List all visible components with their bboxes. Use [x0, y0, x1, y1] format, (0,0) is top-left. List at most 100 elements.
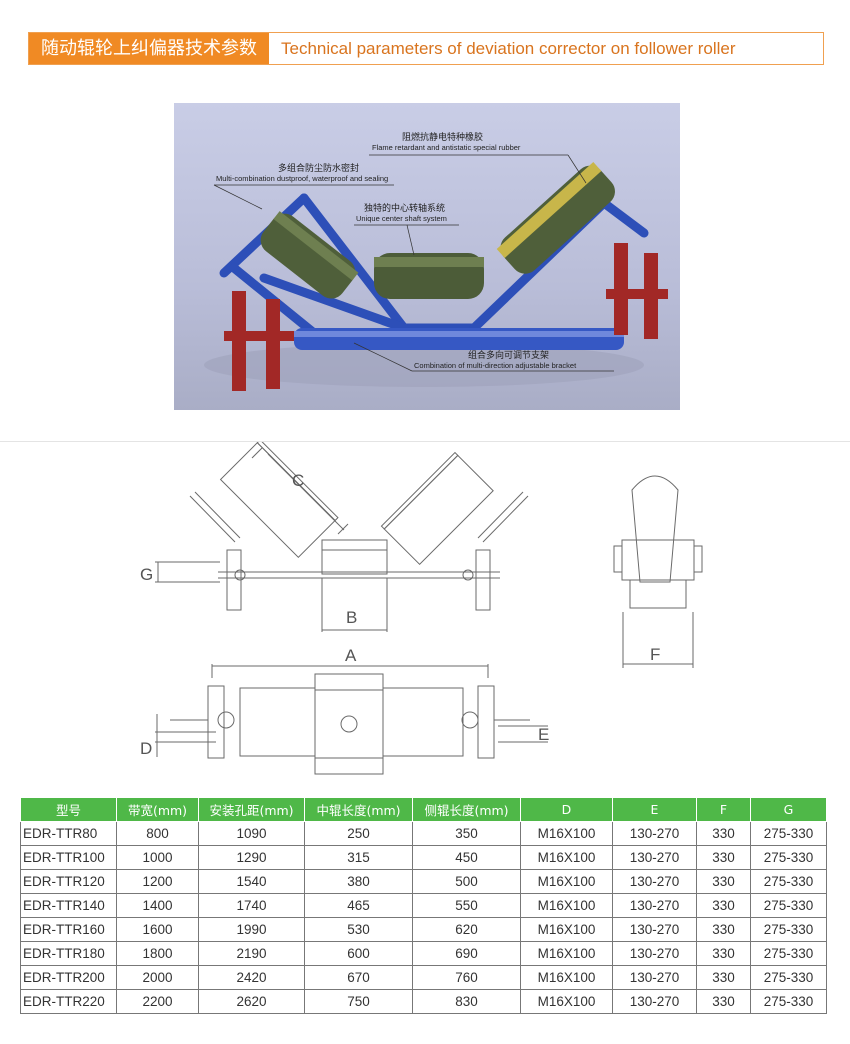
table-cell: EDR-TTR120 [20, 869, 117, 894]
spec-table: 型号 带宽(mm) 安装孔距(mm) 中辊长度(mm) 侧辊长度(mm) D E… [20, 797, 827, 1014]
table-cell: EDR-TTR160 [20, 917, 117, 942]
col-header-model: 型号 [20, 797, 117, 822]
table-cell: 330 [696, 845, 751, 870]
dim-g: G [140, 565, 153, 584]
table-cell: M16X100 [520, 845, 613, 870]
table-cell: 350 [412, 821, 521, 846]
col-header-e: E [612, 797, 697, 822]
table-cell: 690 [412, 941, 521, 966]
table-cell: 330 [696, 893, 751, 918]
table-cell: 330 [696, 869, 751, 894]
table-cell: M16X100 [520, 965, 613, 990]
header-title-en: Technical parameters of deviation correc… [281, 39, 736, 58]
table-cell: 275-330 [750, 965, 827, 990]
table-cell: 1540 [198, 869, 305, 894]
table-cell: 130-270 [612, 845, 697, 870]
table-cell: 275-330 [750, 917, 827, 942]
table-cell: 500 [412, 869, 521, 894]
dim-f: F [650, 645, 660, 664]
table-cell: 130-270 [612, 989, 697, 1014]
header-title-cn: 随动辊轮上纠偏器技术参数 [29, 33, 269, 64]
table-cell: 130-270 [612, 821, 697, 846]
table-cell: 450 [412, 845, 521, 870]
dim-a: A [345, 646, 357, 665]
dim-c: C [292, 471, 304, 490]
table-cell: 2200 [116, 989, 199, 1014]
technical-drawing: C G B F A D E [140, 442, 703, 775]
table-cell: 1400 [116, 893, 199, 918]
table-header-row: 型号 带宽(mm) 安装孔距(mm) 中辊长度(mm) 侧辊长度(mm) D E… [20, 797, 827, 822]
table-cell: 670 [304, 965, 413, 990]
col-header-belt-width: 带宽(mm) [116, 797, 199, 822]
table-cell: 330 [696, 821, 751, 846]
table-cell: 750 [304, 989, 413, 1014]
table-cell: 275-330 [750, 869, 827, 894]
col-header-center-roller-length: 中辊长度(mm) [304, 797, 413, 822]
table-cell: M16X100 [520, 917, 613, 942]
table-cell: 600 [304, 941, 413, 966]
table-cell: 1740 [198, 893, 305, 918]
table-cell: 1200 [116, 869, 199, 894]
callout-bracket: 组合多向可调节支架 Combination of multi-direction… [414, 351, 577, 370]
table-cell: 1800 [116, 941, 199, 966]
table-cell: 275-330 [750, 893, 827, 918]
table-cell: 2620 [198, 989, 305, 1014]
col-header-g: G [750, 797, 827, 822]
table-cell: 1600 [116, 917, 199, 942]
table-cell: 330 [696, 989, 751, 1014]
roller-assembly-illustration [204, 154, 668, 391]
dim-e: E [538, 725, 549, 744]
col-header-hole-spacing: 安装孔距(mm) [198, 797, 305, 822]
table-cell: 620 [412, 917, 521, 942]
table-cell: 465 [304, 893, 413, 918]
table-cell: 130-270 [612, 869, 697, 894]
table-cell: 2190 [198, 941, 305, 966]
table-cell: 1290 [198, 845, 305, 870]
col-header-f: F [696, 797, 751, 822]
table-cell: EDR-TTR140 [20, 893, 117, 918]
table-cell: 130-270 [612, 941, 697, 966]
table-cell: M16X100 [520, 821, 613, 846]
table-cell: 275-330 [750, 989, 827, 1014]
col-header-d: D [520, 797, 613, 822]
table-cell: 760 [412, 965, 521, 990]
section-divider [0, 441, 850, 442]
table-cell: 1990 [198, 917, 305, 942]
table-cell: 530 [304, 917, 413, 942]
table-cell: 1090 [198, 821, 305, 846]
table-cell: EDR-TTR180 [20, 941, 117, 966]
table-cell: 275-330 [750, 845, 827, 870]
table-cell: 1000 [116, 845, 199, 870]
table-cell: 250 [304, 821, 413, 846]
table-cell: 275-330 [750, 821, 827, 846]
dim-b: B [346, 608, 357, 627]
table-cell: EDR-TTR200 [20, 965, 117, 990]
table-cell: 800 [116, 821, 199, 846]
table-cell: M16X100 [520, 941, 613, 966]
table-cell: EDR-TTR100 [20, 845, 117, 870]
table-cell: 130-270 [612, 965, 697, 990]
table-cell: 550 [412, 893, 521, 918]
section-header: 随动辊轮上纠偏器技术参数 Technical parameters of dev… [28, 32, 824, 65]
table-cell: EDR-TTR220 [20, 989, 117, 1014]
table-cell: EDR-TTR80 [20, 821, 117, 846]
table-cell: M16X100 [520, 893, 613, 918]
dim-d: D [140, 739, 152, 758]
table-cell: 275-330 [750, 941, 827, 966]
table-cell: 2000 [116, 965, 199, 990]
table-cell: 315 [304, 845, 413, 870]
table-cell: 830 [412, 989, 521, 1014]
callout-center-shaft: 独特的中心转轴系统 Unique center shaft system [356, 204, 447, 223]
table-cell: 330 [696, 917, 751, 942]
col-header-side-roller-length: 侧辊长度(mm) [412, 797, 521, 822]
table-cell: 380 [304, 869, 413, 894]
table-cell: M16X100 [520, 989, 613, 1014]
callout-sealing: 多组合防尘防水密封 Multi-combination dustproof, w… [216, 164, 389, 183]
